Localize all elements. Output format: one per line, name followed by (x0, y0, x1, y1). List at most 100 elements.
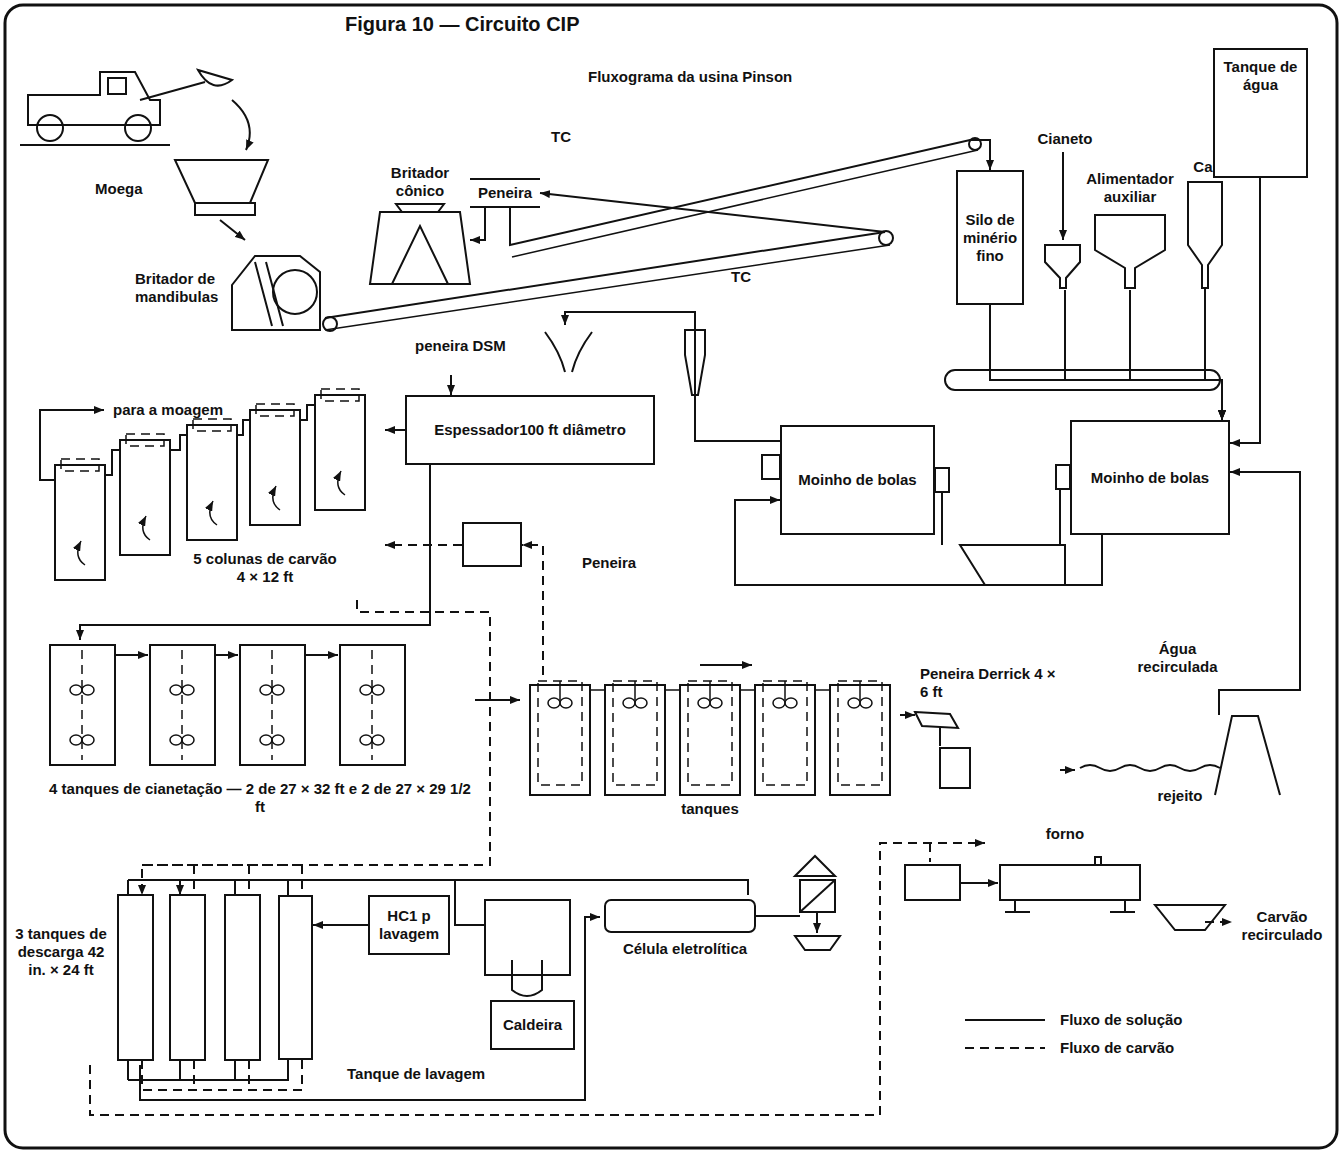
drawing-path (1045, 245, 1080, 288)
equipment-label: peneira DSM (415, 337, 530, 355)
solution-flow-line (990, 305, 1222, 420)
equipment-label: Cianeto (1030, 130, 1100, 148)
drawing-rect (240, 645, 305, 765)
drawing-rect (755, 685, 815, 795)
drawing-rect (120, 440, 170, 555)
equipment-label: 3 tanques de descarga 42 in. × 24 ft (15, 925, 107, 979)
solution-flow-line (900, 714, 915, 716)
equipment-node: Tanque de água (1213, 48, 1308, 178)
drawing-path (215, 654, 238, 656)
equipment-label: 5 colunas de carvão 4 × 12 ft (190, 550, 340, 586)
drawing-rect (538, 681, 582, 785)
drawing-path (81, 650, 83, 760)
equipment-label: Britador de mandibulas (135, 270, 230, 306)
equipment-node: rejeito (1075, 715, 1285, 810)
drawing-ellipse (272, 685, 284, 695)
drawing-path (740, 689, 755, 691)
equipment-node: Peneira Derrick 4 × 6 ft (915, 665, 1060, 800)
drawing-path (143, 516, 150, 540)
drawing-path (960, 545, 1065, 585)
drawing-path (784, 681, 786, 700)
solution-flow-line (180, 880, 748, 895)
drawing-path (271, 650, 273, 760)
equipment-label: Moinho de bolas (1091, 469, 1209, 487)
diagram-title: Figura 10 — Circuito CIP (345, 12, 765, 36)
drawing-ellipse (360, 685, 372, 695)
drawing-rect (830, 685, 890, 795)
equipment-node: Espessador100 ft diâmetro (405, 395, 655, 465)
drawing-path (1080, 765, 1220, 771)
drawing-path (941, 492, 943, 545)
solution-flow-line (510, 140, 990, 245)
drawing-rect (763, 681, 807, 785)
equipment-label: forno (1030, 825, 1100, 843)
drawing-path (140, 82, 205, 100)
drawing-rect (321, 389, 359, 401)
drawing-ellipse (372, 735, 384, 745)
drawing-path (232, 256, 320, 330)
drawing-rect (680, 685, 740, 795)
drawing-path (665, 689, 680, 691)
equipment-node: Moinho de bolas (780, 425, 935, 535)
drawing-circle (37, 115, 63, 141)
drawing-rect (1095, 857, 1101, 865)
equipment-label: HC1 p lavagem (373, 907, 445, 943)
drawing-path (755, 915, 800, 917)
plain-label: TC (731, 268, 761, 286)
drawing-ellipse (773, 698, 785, 708)
drawing-path (512, 150, 978, 257)
drawing-path (815, 689, 830, 691)
drawing-ellipse (260, 685, 272, 695)
drawing-circle (273, 270, 317, 314)
drawing-path (232, 100, 250, 150)
carbon-flow-line (142, 600, 490, 895)
drawing-path (181, 650, 183, 760)
equipment-label: rejeito (1140, 787, 1220, 805)
drawing-path (929, 843, 931, 862)
drawing-rect (108, 78, 126, 94)
plain-label: TC (551, 128, 581, 146)
drawing-rect (940, 748, 970, 788)
drawing-rect (150, 645, 215, 765)
drawing-path (939, 727, 941, 746)
equipment-node: forno (985, 825, 1145, 920)
drawing-circle (323, 317, 337, 331)
drawing-path (590, 689, 605, 691)
equipment-node: Caldeira (490, 1000, 575, 1050)
drawing-ellipse (360, 735, 372, 745)
equipment-node: Britador cônico (370, 212, 470, 284)
drawing-ellipse (82, 685, 94, 695)
equipment-label: 4 tanques de cianetação — 2 de 27 × 32 f… (45, 780, 475, 816)
drawing-path (142, 1060, 302, 1090)
drawing-ellipse (182, 685, 194, 695)
drawing-path (396, 204, 444, 212)
drawing-path (273, 486, 280, 510)
equipment-label: Silo de minério fino (961, 211, 1019, 265)
drawing-circle (125, 115, 151, 141)
drawing-ellipse (170, 735, 182, 745)
drawing-rect (170, 895, 205, 1060)
drawing-path (1059, 489, 1061, 545)
solution-flow-line (325, 193, 885, 318)
drawing-rect (1000, 865, 1140, 900)
drawing-path (634, 681, 636, 700)
solution-flow-line (1060, 769, 1075, 771)
drawing-rect (800, 880, 835, 912)
solution-flow-line (475, 699, 520, 701)
solution-flow-line (385, 429, 405, 431)
drawing-path (255, 262, 283, 326)
drawing-path (859, 681, 861, 700)
drawing-rect (193, 419, 231, 431)
drawing-rect (613, 681, 657, 785)
drawing-path (1005, 900, 1135, 912)
drawing-ellipse (70, 685, 82, 695)
drawing-path (816, 912, 818, 933)
legend-text: Fluxo de solução (1060, 1011, 1240, 1029)
equipment-node: Peneira (462, 522, 522, 567)
equipment-node: 3 tanques de descarga 42 in. × 24 ft (15, 895, 265, 1065)
equipment-node: Alimentador auxiliar (1080, 170, 1180, 290)
equipment-node: Tanque de lavagem (278, 895, 313, 1060)
drawing-rect (126, 434, 164, 446)
drawing-rect (61, 459, 99, 471)
